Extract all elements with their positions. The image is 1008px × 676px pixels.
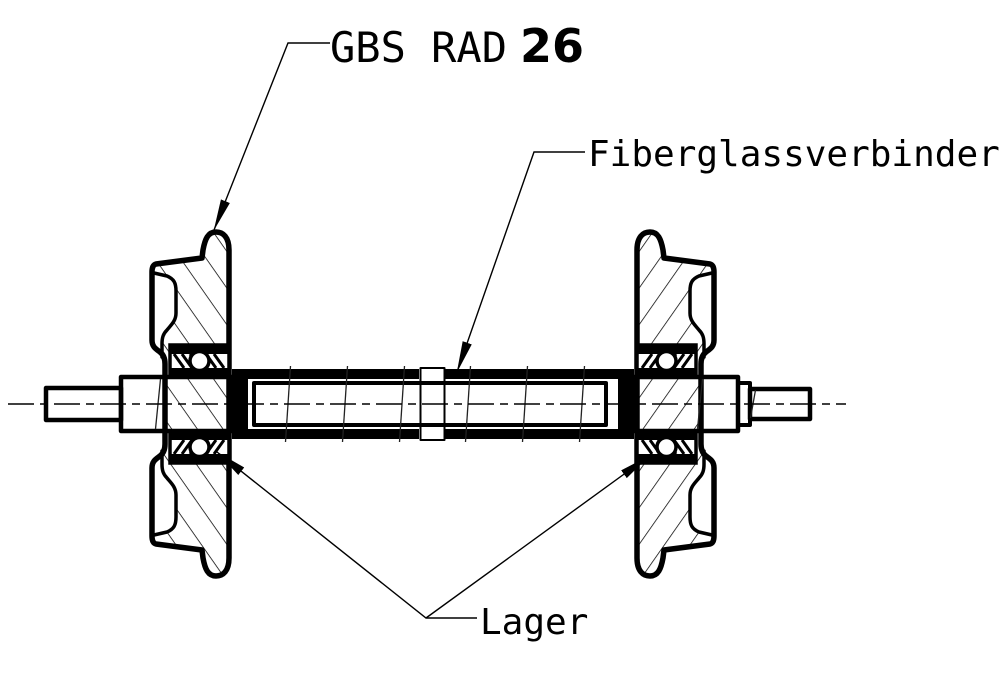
leader-bearing-left <box>216 451 477 619</box>
leader-wheel <box>213 42 330 231</box>
tube-wall-top-left <box>232 369 419 379</box>
leader-bearing-right <box>425 455 650 619</box>
tube-wall-bottom-left <box>232 429 419 439</box>
bearing-label: Lager <box>480 602 588 643</box>
bearing-lower-left <box>168 429 231 465</box>
bearing-upper-right <box>635 343 698 379</box>
tube-wall-top-right <box>445 369 634 379</box>
wheel-size-label: 26 <box>520 19 584 73</box>
leader-connector <box>456 151 585 373</box>
wheel-label: GBS RAD <box>330 23 507 72</box>
tube-wall-bottom-right <box>445 429 634 439</box>
bearing-upper-left <box>168 343 231 379</box>
callout-leaders <box>213 42 650 619</box>
connector-label: Fiberglassverbinder <box>588 134 1000 175</box>
